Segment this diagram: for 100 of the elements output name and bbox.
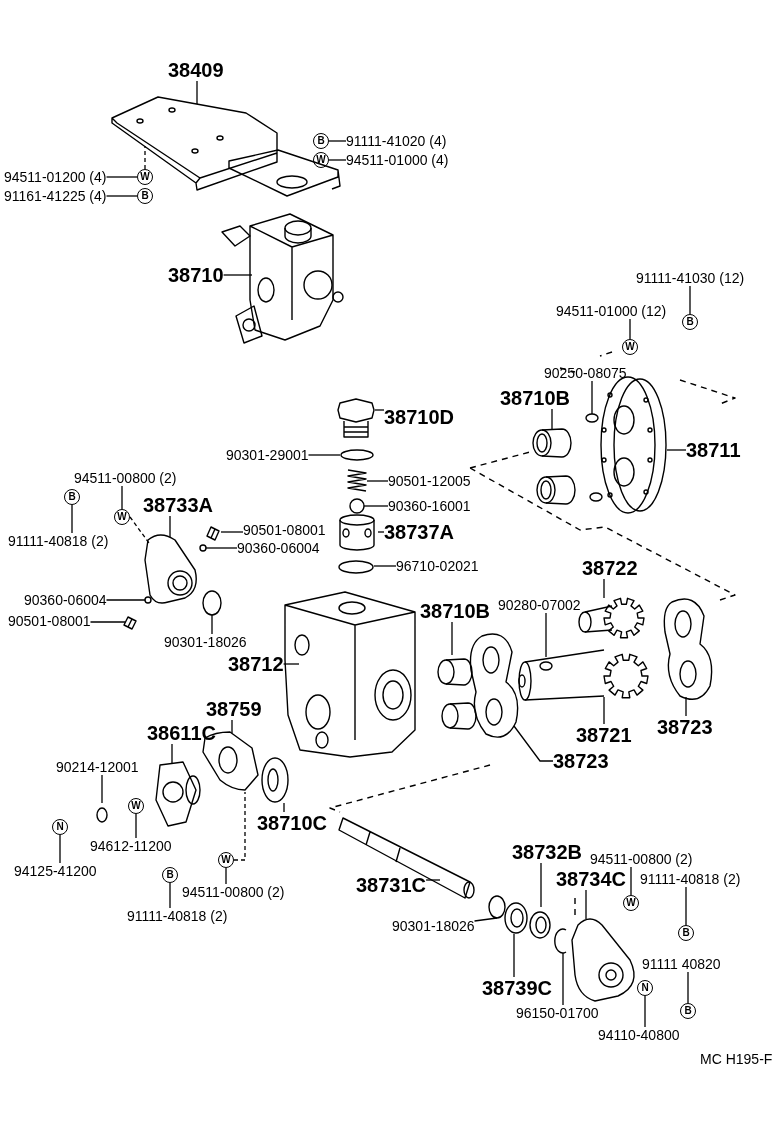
leader-line bbox=[105, 599, 146, 601]
part-number: 38710B bbox=[500, 387, 571, 409]
leader-line bbox=[374, 409, 385, 411]
part-number: 90501-08001 bbox=[243, 522, 326, 538]
part-number: 91111-40818 (2) bbox=[127, 908, 228, 924]
leader-line bbox=[135, 813, 137, 839]
leader-line bbox=[562, 952, 564, 1006]
dowel-pin bbox=[585, 413, 599, 423]
part-number: 91111-40818 (2) bbox=[8, 533, 109, 549]
leader-line bbox=[513, 933, 515, 978]
leader-line bbox=[171, 743, 173, 765]
leader-line bbox=[225, 867, 227, 885]
leader-line bbox=[687, 971, 689, 1004]
leader-line bbox=[231, 719, 233, 734]
leader-line bbox=[282, 663, 300, 665]
part-number: 94511-00800 (2) bbox=[590, 851, 693, 867]
leader-line bbox=[105, 176, 138, 178]
leader-line bbox=[222, 274, 253, 276]
leader-line bbox=[59, 834, 61, 864]
leader-line bbox=[211, 614, 213, 635]
leader-line bbox=[451, 621, 453, 656]
leader-line bbox=[89, 621, 126, 623]
leader-line bbox=[328, 159, 347, 161]
part-number: 96150-01700 bbox=[516, 1005, 599, 1021]
part-number: 38759 bbox=[206, 698, 262, 720]
part-number: 90301-18026 bbox=[392, 918, 475, 934]
leader-line bbox=[220, 531, 244, 533]
part-number: 90360-06004 bbox=[24, 592, 107, 608]
part-number: 38711 bbox=[686, 439, 741, 461]
leader-line bbox=[363, 505, 389, 507]
part-number: 90501-08001 bbox=[8, 613, 91, 629]
part-number: 90360-16001 bbox=[388, 498, 471, 514]
drawing-code: MC H195-F bbox=[700, 1051, 773, 1067]
part-number: 38732B bbox=[512, 841, 583, 863]
leader-line bbox=[169, 882, 171, 909]
part-number: 90301-18026 bbox=[164, 634, 247, 650]
part-number: 38722 bbox=[582, 557, 638, 579]
roller-bearing bbox=[532, 428, 572, 458]
o-ring bbox=[488, 895, 506, 919]
leader-line bbox=[144, 145, 146, 170]
leader-line bbox=[603, 578, 605, 599]
leader-line bbox=[685, 696, 687, 717]
steel-ball bbox=[144, 596, 152, 604]
part-number: 94511-01000 (4) bbox=[346, 152, 449, 168]
part-number: 91111-41020 (4) bbox=[346, 133, 447, 149]
leader-line bbox=[196, 80, 198, 105]
part-number: 90214-12001 bbox=[56, 759, 139, 775]
part-number: 94110-40800 bbox=[598, 1027, 680, 1043]
part-number: 38710 bbox=[168, 264, 224, 286]
leader-line bbox=[540, 862, 542, 908]
part-number: 90280-07002 bbox=[498, 597, 581, 613]
leader-line bbox=[689, 285, 691, 315]
part-number: 38737A bbox=[384, 521, 455, 543]
part-number: 38721 bbox=[576, 724, 632, 746]
part-number: 94511-01000 (12) bbox=[556, 303, 667, 319]
part-number: 38710D bbox=[384, 406, 455, 428]
leader-line bbox=[425, 879, 441, 881]
leader-line bbox=[71, 504, 73, 534]
leader-line bbox=[366, 480, 389, 482]
part-number: 38710B bbox=[420, 600, 491, 622]
leader-line bbox=[121, 485, 123, 510]
part-number: 38710C bbox=[257, 812, 328, 834]
part-number: 94612-11200 bbox=[90, 838, 172, 854]
leader-line bbox=[603, 696, 605, 725]
part-number: 91111 40820 bbox=[642, 956, 721, 972]
steel-ball bbox=[199, 544, 207, 552]
part-number: 38723 bbox=[657, 716, 713, 738]
part-number: 38731C bbox=[356, 874, 427, 896]
leader-line bbox=[629, 318, 631, 340]
part-number: 38409 bbox=[168, 59, 224, 81]
leader-line bbox=[666, 449, 687, 451]
part-number: 38734C bbox=[556, 868, 627, 890]
leader-line bbox=[328, 140, 347, 142]
part-number: 38611C bbox=[147, 722, 216, 744]
part-number: 90301-29001 bbox=[226, 447, 309, 463]
leader-line bbox=[233, 791, 246, 861]
part-number: 90501-12005 bbox=[388, 473, 471, 489]
leader-line bbox=[513, 725, 554, 762]
part-number: 91161-41225 (4) bbox=[4, 188, 107, 204]
leader-line bbox=[101, 774, 103, 804]
part-number: 94125-41200 bbox=[14, 863, 97, 879]
leader-line bbox=[630, 866, 632, 896]
leader-line bbox=[307, 454, 341, 456]
leader-line bbox=[551, 408, 553, 430]
leader-line bbox=[473, 917, 498, 922]
leader-line bbox=[545, 612, 547, 658]
leader-line bbox=[585, 889, 587, 920]
leader-line bbox=[205, 547, 238, 549]
part-number: 91111-41030 (12) bbox=[636, 270, 745, 286]
leader-line bbox=[377, 531, 385, 533]
part-number: 94511-00800 (2) bbox=[182, 884, 285, 900]
part-number: 38723 bbox=[553, 750, 609, 772]
leader-line bbox=[105, 195, 138, 197]
leader-line bbox=[169, 515, 171, 538]
part-number: 38739C bbox=[482, 977, 553, 999]
leader-line bbox=[129, 516, 150, 544]
leader-line bbox=[283, 802, 285, 813]
leader-line bbox=[644, 995, 646, 1028]
leader-line bbox=[591, 380, 593, 415]
part-number: 96710-02021 bbox=[396, 558, 479, 574]
